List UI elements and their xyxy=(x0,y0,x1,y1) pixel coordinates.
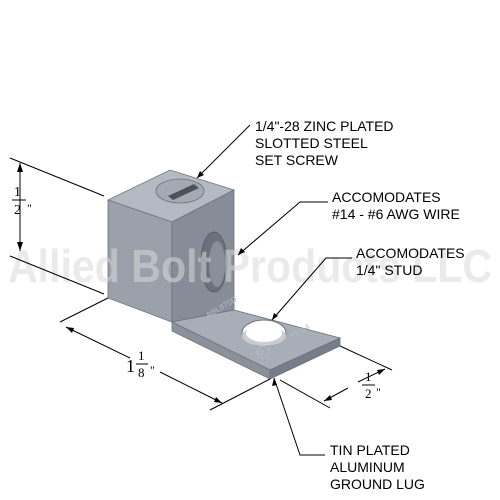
callout-wire: ACCOMODATES #14 - #6 AWG WIRE xyxy=(332,189,460,222)
set-screw xyxy=(155,178,205,204)
callout-body-line-2: ALUMINUM xyxy=(330,459,405,475)
leader-wire xyxy=(237,201,328,256)
leader-body xyxy=(273,377,325,456)
callout-arrowheads xyxy=(197,171,278,386)
leader-stud xyxy=(271,257,352,321)
ul-mark: UL xyxy=(258,351,266,357)
callout-body-line-3: GROUND LUG xyxy=(330,476,425,492)
dimension-height-numerator: 1 xyxy=(14,185,21,200)
callout-body: TIN PLATED ALUMINUM GROUND LUG xyxy=(330,442,425,492)
dimension-width-label: 1 2 " xyxy=(362,369,381,401)
dimension-length-unit: " xyxy=(150,363,155,377)
callout-body-line-1: TIN PLATED xyxy=(330,442,410,458)
screw-slot xyxy=(168,184,199,200)
dimension-length-whole: 1 xyxy=(126,356,135,376)
watermark: Allied Bolt Products LLC xyxy=(8,240,492,292)
callout-stud: ACCOMODATES 1/4" STUD xyxy=(356,245,469,278)
callout-wire-line-1: ACCOMODATES xyxy=(332,189,441,205)
dimension-length-label: 1 1 8 " xyxy=(126,348,155,380)
ground-lug: ABL870D #6-14 UL xyxy=(106,169,342,380)
dimension-height-denominator: 2 xyxy=(14,203,21,218)
callout-set-screw: 1/4"-28 ZINC PLATED SLOTTED STEEL SET SC… xyxy=(255,118,397,168)
dimension-height xyxy=(9,157,105,295)
callout-leaders xyxy=(196,124,352,456)
dimension-width-numerator: 1 xyxy=(365,369,372,384)
dimension-length-denominator: 8 xyxy=(138,365,145,380)
dimension-height-label: 1 2 " xyxy=(12,185,32,218)
dimension-height-unit: " xyxy=(27,201,32,215)
dimension-width-unit: " xyxy=(376,385,381,399)
dimension-length xyxy=(59,297,271,411)
callout-wire-line-2: #14 - #6 AWG WIRE xyxy=(332,206,460,222)
callout-stud-line-1: ACCOMODATES xyxy=(356,245,465,261)
callout-set-screw-line-3: SET SCREW xyxy=(255,152,339,168)
leader-set-screw xyxy=(196,124,251,179)
dimension-width-denominator: 2 xyxy=(365,386,372,401)
dimension-length-numerator: 1 xyxy=(138,348,145,363)
callout-set-screw-line-2: SLOTTED STEEL xyxy=(255,135,368,151)
callout-set-screw-line-1: 1/4"-28 ZINC PLATED xyxy=(255,118,394,134)
callout-stud-line-2: 1/4" STUD xyxy=(356,262,422,278)
